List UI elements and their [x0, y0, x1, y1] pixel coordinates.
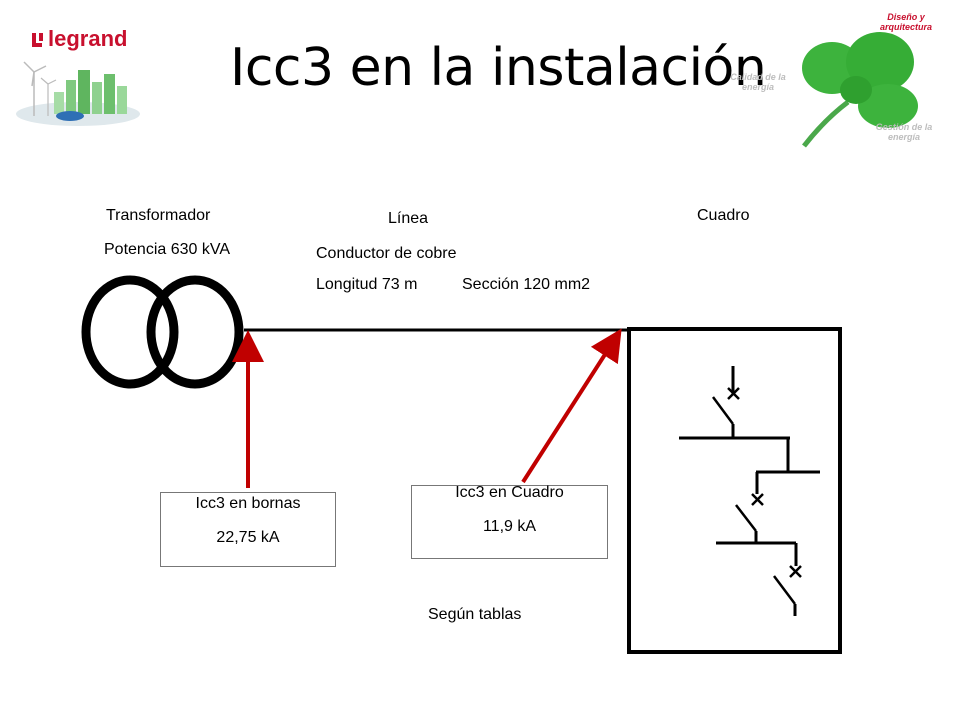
- clover-label-management: Gestión de la energía: [875, 122, 933, 142]
- line-label: Línea: [388, 210, 429, 227]
- line-section: Sección 120 mm2: [462, 276, 591, 293]
- panel-label: Cuadro: [697, 207, 750, 224]
- icc-terminals-label: Icc3 en bornas: [195, 495, 301, 512]
- transformer-power: Potencia 630 kVA: [104, 241, 231, 258]
- clover-label-quality: Calidad de la energía: [730, 72, 786, 92]
- icc-panel-label: Icc3 en Cuadro: [455, 484, 564, 501]
- breaker-3-contact: [773, 575, 796, 605]
- breaker-1-contact: [711, 396, 735, 425]
- clover-label-design: Diseño y arquitectura: [879, 12, 932, 32]
- legrand-logo-mark: [32, 33, 43, 47]
- icc-panel-value: 11,9 kA: [482, 518, 537, 535]
- transformer-primary-coil: [81, 275, 179, 389]
- clover-icon: [802, 32, 918, 148]
- source-note: Según tablas: [428, 606, 522, 623]
- icc-terminals-value: 22,75 kA: [216, 529, 280, 546]
- arrow-panel: [521, 328, 622, 484]
- line-length: Longitud 73 m: [316, 276, 418, 293]
- logo-text: legrand: [48, 26, 128, 51]
- icc-terminals-box: Icc3 en bornas 22,75 kA: [160, 492, 336, 567]
- icc-panel-box: Icc3 en Cuadro 11,9 kA: [411, 484, 608, 559]
- line-conductor: Conductor de cobre: [316, 245, 457, 262]
- transformer-secondary-coil: [146, 275, 244, 389]
- city-illustration: [8, 52, 148, 132]
- page-title: Icc3 en la instalación: [230, 38, 767, 98]
- panel-enclosure: [627, 327, 842, 654]
- transformer-label: Transformador: [106, 207, 211, 224]
- breaker-2-contact: [735, 504, 757, 532]
